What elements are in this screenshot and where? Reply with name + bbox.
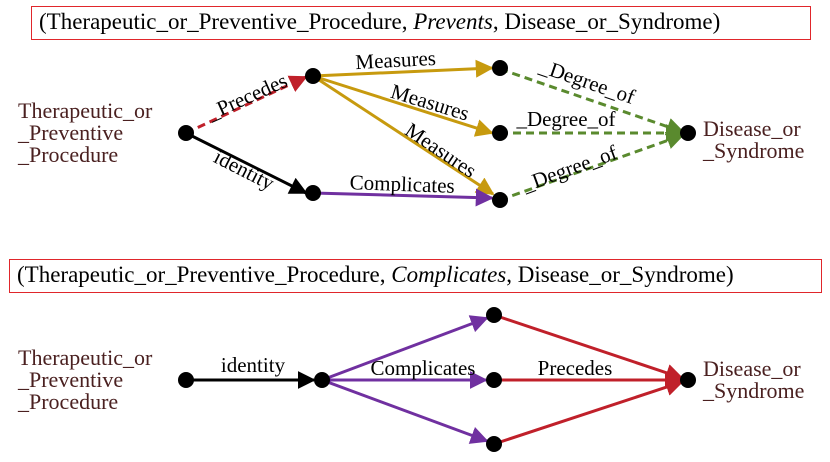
- d1-edge-measures-top: [312, 59, 494, 78]
- d2-edge-precedes-bot: [493, 378, 684, 446]
- d1-edge-identity: [185, 131, 308, 195]
- d1-node-precedes-end: [305, 68, 321, 84]
- d1-edge-measures-diag: [312, 74, 495, 196]
- d2-node-top: [486, 307, 502, 323]
- d1-node-target: [680, 125, 696, 141]
- d1-label-degree-bot: _Degree_of: [518, 140, 620, 197]
- d2-node-source: [178, 372, 194, 388]
- d2-node-identity-end: [314, 372, 330, 388]
- d2-node-mid: [486, 372, 502, 388]
- d1-label-complicates: Complicates: [349, 170, 455, 198]
- diagram1-title-relation: Prevents: [413, 9, 493, 34]
- diagram1-source-label: Therapeutic_or _Preventive _Procedure: [18, 98, 153, 167]
- d1-label-identity: identity: [210, 145, 279, 196]
- d1-label-degree-top: _Degree_of: [536, 54, 638, 109]
- d1-edge-degree-top: [499, 67, 685, 136]
- d2-edge-precedes-top: [493, 313, 684, 382]
- d2-node-bot: [486, 436, 502, 452]
- d1-node-identity-end: [305, 185, 321, 201]
- d1-edge-measures-mid: [312, 74, 494, 137]
- d1-label-measures-top: Measures: [355, 46, 437, 74]
- d1-edge-degree-bot: [499, 131, 685, 202]
- d1-label-measures-mid: Measures: [388, 79, 472, 125]
- d2-label-precedes: Precedes: [538, 356, 613, 380]
- diagram2-title: (Therapeutic_or_Preventive_Procedure, Co…: [9, 259, 822, 293]
- d1-node-source: [178, 125, 194, 141]
- d1-edge-precedes: [185, 75, 308, 135]
- d2-label-identity: identity: [221, 353, 286, 377]
- d1-label-degree-mid: _Degree_of: [515, 107, 615, 131]
- d1-label-precedes: _Precedes: [202, 68, 290, 125]
- diagram1-target-label: Disease_or _Syndrome: [703, 116, 805, 163]
- diagram2-title-open: (Therapeutic_or_Preventive_Procedure,: [17, 262, 392, 287]
- diagram1-title-close: , Disease_or_Syndrome): [492, 9, 721, 34]
- diagram2-source-label: Therapeutic_or _Preventive _Procedure: [18, 345, 153, 414]
- d1-edge-complicates: [312, 188, 494, 207]
- diagram2-target-label: Disease_or _Syndrome: [703, 356, 805, 403]
- diagram2-title-relation: Complicates: [391, 262, 507, 287]
- d1-node-measures-mid: [492, 125, 508, 141]
- diagram1-title-open: (Therapeutic_or_Preventive_Procedure,: [39, 9, 414, 34]
- diagram1-title: (Therapeutic_or_Preventive_Procedure, Pr…: [31, 6, 811, 40]
- d2-edge-complicates-top: [321, 315, 489, 382]
- d1-node-measures-bot: [492, 192, 508, 208]
- diagram2-title-close: , Disease_or_Syndrome): [506, 262, 734, 287]
- d2-node-target: [680, 372, 696, 388]
- d1-node-measures-top: [492, 60, 508, 76]
- d2-label-complicates: Complicates: [371, 356, 476, 380]
- d2-edge-complicates-bot: [321, 378, 489, 444]
